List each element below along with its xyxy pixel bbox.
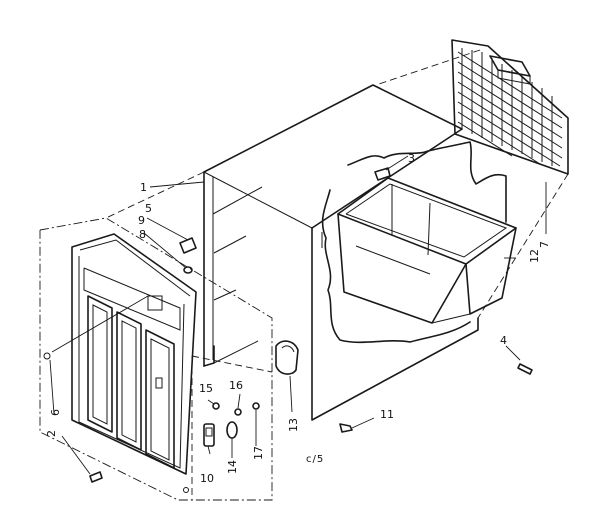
switch-assembly — [203, 402, 260, 447]
knob-13 — [275, 340, 299, 375]
screw-2 — [89, 471, 103, 483]
diagram-code: c/5 — [306, 454, 324, 465]
callout-10: 10 — [200, 472, 214, 485]
callout-8: 8 — [139, 228, 146, 241]
callout-17: 17 — [252, 446, 265, 460]
callout-14: 14 — [226, 460, 239, 474]
callout-labels: 1 5 9 8 3 7 12 4 11 13 6 2 15 16 17 10 1… — [45, 152, 551, 485]
callout-4: 4 — [500, 334, 507, 347]
plug-8 — [183, 266, 193, 274]
front-panel — [43, 233, 197, 493]
screw-11 — [339, 423, 353, 433]
callout-11: 11 — [380, 408, 394, 421]
small-block-9 — [179, 237, 197, 254]
callout-7: 7 — [538, 241, 551, 248]
callout-9: 9 — [138, 214, 145, 227]
rear-grille — [451, 39, 569, 175]
cutaway-outline — [321, 141, 507, 344]
screw-4 — [517, 363, 533, 375]
latch-3 — [374, 167, 391, 181]
leader-lines — [49, 155, 547, 475]
callout-12: 12 — [528, 249, 541, 263]
liner-tub — [337, 177, 517, 324]
assembly-boundary — [39, 49, 569, 501]
callout-15: 15 — [199, 382, 213, 395]
callout-1: 1 — [140, 181, 147, 194]
callout-16: 16 — [229, 379, 243, 392]
callout-3: 3 — [408, 152, 415, 165]
callout-5: 5 — [145, 202, 152, 215]
callout-13: 13 — [287, 418, 300, 432]
callout-6: 6 — [49, 409, 62, 416]
callout-2: 2 — [45, 430, 58, 437]
